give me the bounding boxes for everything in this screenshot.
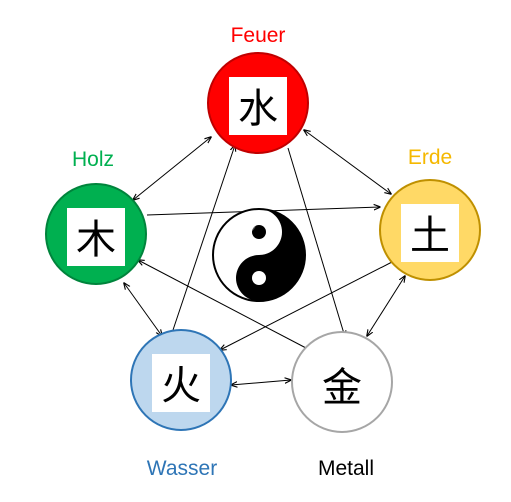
arrow-wasser-feuer xyxy=(172,145,235,331)
element-erde: 土 Erde xyxy=(379,146,481,281)
yin-yang-icon xyxy=(212,208,306,302)
element-holz: 木 Holz xyxy=(45,148,147,285)
label-erde: Erde xyxy=(408,146,452,169)
symbol-metall: 金 xyxy=(322,365,362,411)
symbol-feuer: 水 xyxy=(238,86,278,132)
symbol-holz: 木 xyxy=(76,217,116,263)
arrow-feuer-erde xyxy=(304,130,391,194)
arrow-erde-wasser xyxy=(220,261,393,350)
label-holz: Holz xyxy=(72,148,114,171)
element-metall: 金 Metall xyxy=(291,331,393,480)
arrow-metall-holz xyxy=(138,260,307,349)
arrow-wasser-holz xyxy=(124,283,162,336)
label-metall: Metall xyxy=(318,457,374,480)
arrow-feuer-metall xyxy=(287,147,345,337)
element-wasser: 火 Wasser xyxy=(130,329,232,480)
symbol-erde: 土 xyxy=(410,213,450,259)
label-feuer: Feuer xyxy=(231,24,286,47)
symbol-wasser: 火 xyxy=(161,363,201,409)
arrow-metall-wasser xyxy=(231,380,291,385)
label-wasser: Wasser xyxy=(147,457,217,480)
element-feuer: 水 Feuer xyxy=(207,24,309,154)
arrow-holz-feuer xyxy=(133,137,211,200)
arrow-erde-metall xyxy=(367,276,405,336)
